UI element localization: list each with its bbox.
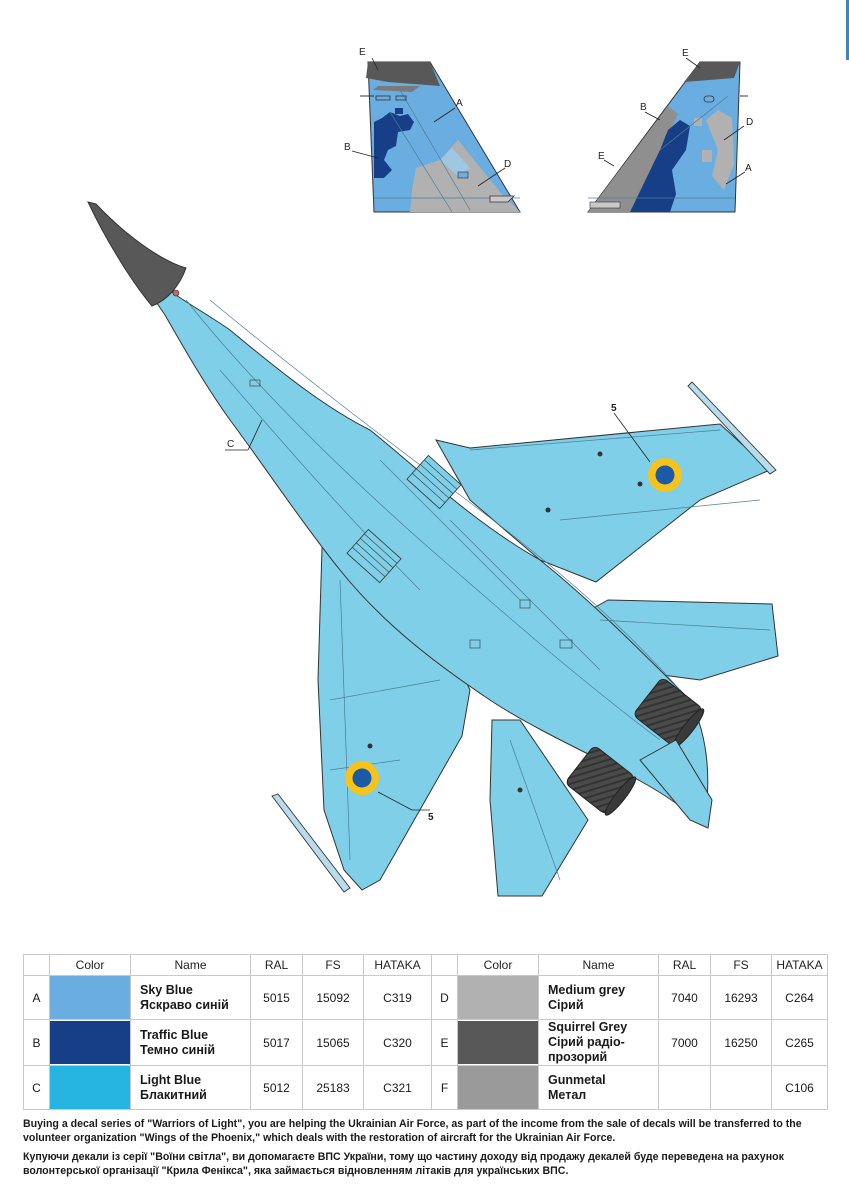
legend-letter: A	[23, 975, 50, 1020]
page-edge-accent	[846, 0, 849, 60]
callout-e-inner-leading: E	[598, 151, 605, 162]
note-ukrainian: Купуючи декали із серії "Воїни світла", …	[23, 1151, 784, 1177]
callout-b-inner: B	[640, 102, 647, 113]
fs-code: 15065	[302, 1019, 364, 1066]
header-name-left: Name	[130, 954, 251, 976]
callout-d-inner: D	[746, 117, 753, 128]
hataka-code: C106	[771, 1065, 828, 1110]
legend-letter: E	[431, 1019, 458, 1066]
color-name-en: Sky Blue	[140, 982, 193, 997]
ral-code: 7000	[658, 1019, 711, 1066]
hataka-code: C265	[771, 1019, 828, 1066]
color-swatch	[50, 1021, 130, 1064]
callout-leaders	[225, 57, 746, 811]
fin-outer-digital-light-1	[440, 148, 470, 176]
roundel-right-wing	[648, 458, 682, 492]
color-name-en: Light Blue	[140, 1072, 202, 1087]
fs-code: 15092	[302, 975, 364, 1020]
fs-code: 16250	[710, 1019, 772, 1066]
note-english: Buying a decal series of "Warriors of Li…	[23, 1118, 802, 1144]
intake-grille-upper	[406, 454, 462, 510]
legend-letter: F	[431, 1065, 458, 1110]
tail-fin-inner-view	[587, 61, 748, 213]
engine-nozzle-left	[566, 747, 637, 816]
header-hataka-left: HATAKA	[363, 954, 432, 976]
fs-code	[710, 1065, 772, 1110]
callout-e-inner: E	[682, 48, 689, 59]
aircraft-drawing: E B A D E B D E A C 5 5	[87, 47, 779, 897]
fs-code: 25183	[302, 1065, 364, 1110]
ral-code: 5012	[250, 1065, 303, 1110]
header-letter-left	[23, 954, 50, 976]
color-name-en: Squirrel Grey	[548, 1020, 628, 1034]
callout-c-fuselage: C	[227, 439, 234, 450]
callout-e-outer: E	[359, 47, 366, 58]
ral-code: 5017	[250, 1019, 303, 1066]
donation-notes: Buying a decal series of "Warriors of Li…	[23, 1118, 829, 1184]
color-swatch	[458, 1066, 538, 1109]
aircraft-underside	[87, 201, 779, 897]
right-wingtip-rail	[687, 381, 777, 475]
fin-inner-traffic-blue-camo	[630, 120, 690, 212]
legend-row: A Sky Blue Яскраво синій 5015 15092 C319…	[23, 975, 828, 1020]
callout-5-right: 5	[611, 403, 617, 414]
callout-5-left: 5	[428, 812, 434, 823]
hataka-code: C319	[363, 975, 432, 1020]
header-fs-left: FS	[302, 954, 364, 976]
callout-d-outer: D	[504, 159, 511, 170]
fin-inner-medium-grey-camo	[706, 110, 734, 190]
intake-grille-lower	[346, 528, 402, 584]
fin-outer-grey-band	[373, 86, 420, 92]
callout-a-inner: A	[745, 163, 752, 174]
legend-row: C Light Blue Блакитний 5012 25183 C321 F…	[23, 1065, 828, 1110]
header-letter-right	[431, 954, 458, 976]
color-name-ua: Метал	[548, 1087, 587, 1102]
hataka-code: C320	[363, 1019, 432, 1066]
right-wing	[435, 423, 771, 583]
header-color-right: Color	[457, 954, 539, 976]
legend-letter: B	[23, 1019, 50, 1066]
color-name-ua: Сірий радіо-прозорий	[548, 1035, 625, 1064]
legend-letter: D	[431, 975, 458, 1020]
legend-row: B Traffic Blue Темно синій 5017 15065 C3…	[23, 1019, 828, 1066]
color-name-en: Medium grey	[548, 982, 626, 997]
fs-code: 16293	[710, 975, 772, 1020]
tail-boom	[639, 739, 713, 829]
left-wingtip-rail	[271, 793, 351, 893]
callout-b-outer: B	[344, 142, 351, 153]
left-stabilizer	[489, 719, 589, 897]
fin-outer-tip-squirrel-grey	[366, 62, 440, 86]
header-ral-left: RAL	[250, 954, 303, 976]
hataka-code: C264	[771, 975, 828, 1020]
color-legend-table: Color Name RAL FS HATAKA Color Name RAL …	[23, 954, 828, 1110]
header-fs-right: FS	[710, 954, 772, 976]
color-swatch	[50, 976, 130, 1019]
tail-fin-outer-view	[360, 61, 521, 213]
header-color-left: Color	[49, 954, 131, 976]
header-ral-right: RAL	[658, 954, 711, 976]
color-swatch	[458, 1021, 538, 1064]
callout-a-outer: A	[456, 98, 463, 109]
color-name-ua: Блакитний	[140, 1087, 207, 1102]
ral-code: 7040	[658, 975, 711, 1020]
engine-nozzle-right	[634, 679, 705, 748]
hataka-code: C321	[363, 1065, 432, 1110]
color-name-ua: Яскраво синій	[140, 997, 229, 1012]
legend-letter: C	[23, 1065, 50, 1110]
legend-header-row: Color Name RAL FS HATAKA Color Name RAL …	[23, 954, 828, 976]
color-swatch	[50, 1066, 130, 1109]
header-name-right: Name	[538, 954, 659, 976]
color-swatch	[458, 976, 538, 1019]
fin-inner-gunmetal-edge	[588, 106, 678, 212]
header-hataka-right: HATAKA	[771, 954, 828, 976]
color-name-ua: Сірий	[548, 997, 584, 1012]
color-name-en: Traffic Blue	[140, 1027, 209, 1042]
ral-code	[658, 1065, 711, 1110]
color-name-ua: Темно синій	[140, 1042, 216, 1057]
nose-radome	[87, 201, 187, 307]
color-name-en: Gunmetal	[548, 1072, 606, 1087]
fin-outer-traffic-blue-camo	[374, 112, 414, 178]
roundel-left-wing	[345, 761, 379, 795]
ral-code: 5015	[250, 975, 303, 1020]
